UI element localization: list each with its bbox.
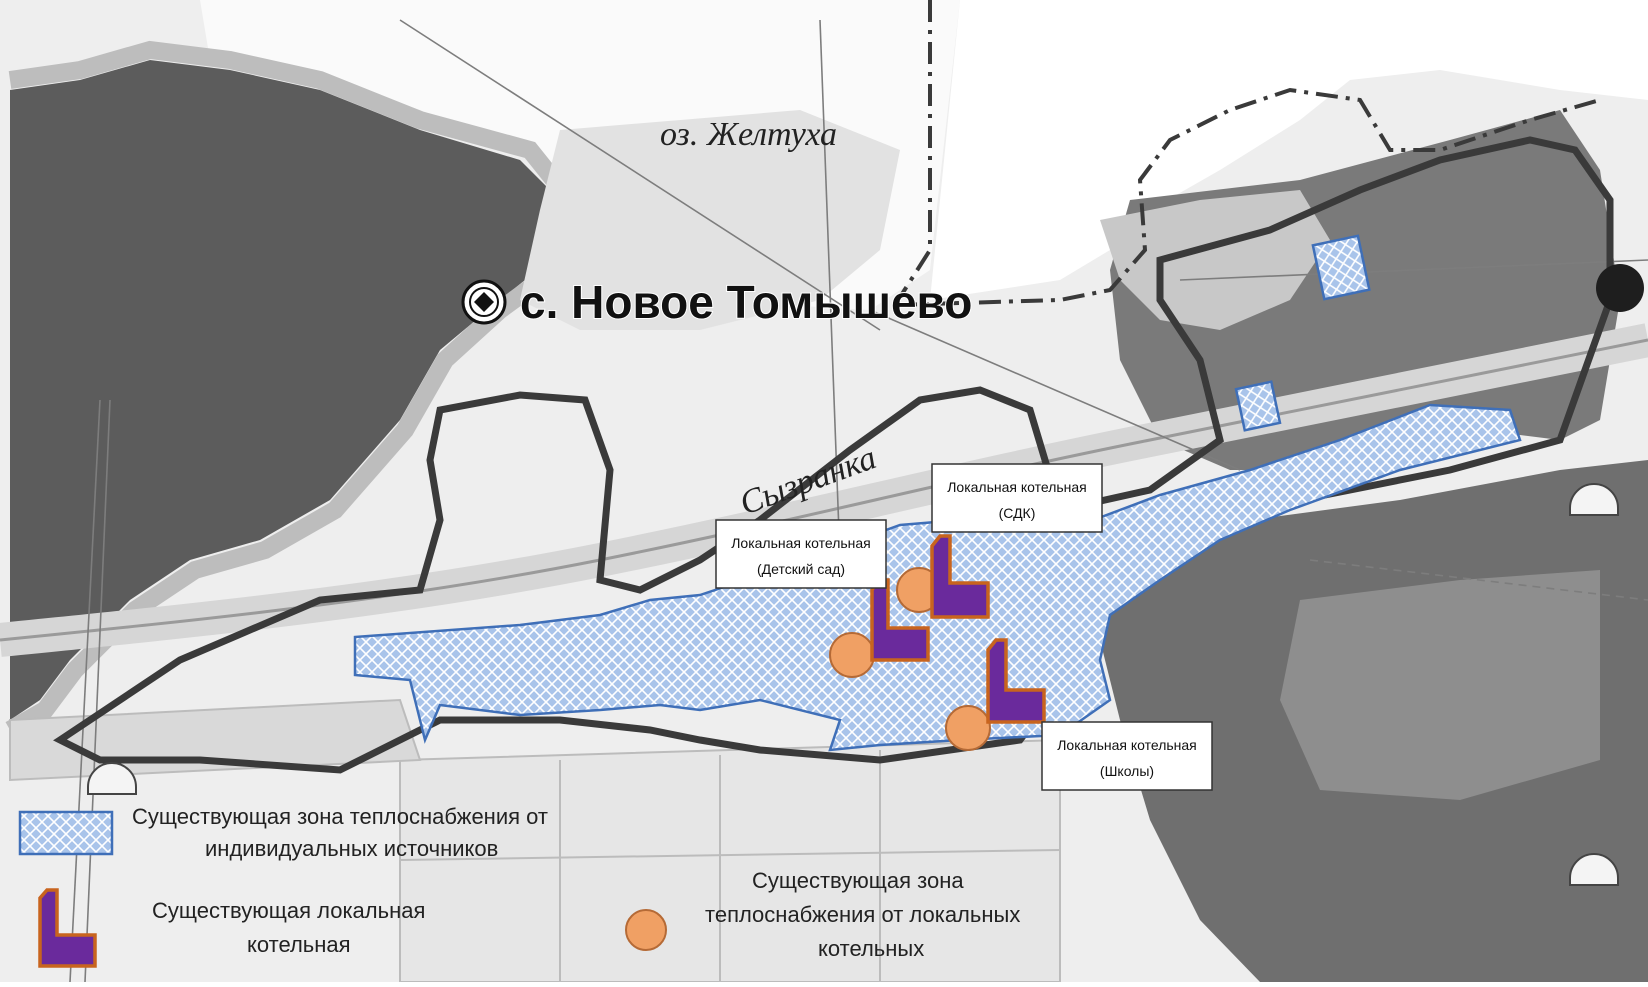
zone-parcel-mid: [1234, 380, 1282, 432]
edge-symbol-dome: [87, 762, 137, 795]
callout-sdk-line2: (СДК): [999, 505, 1036, 521]
road-lines: [69, 19, 1648, 983]
heat-zone-circle-icon: [625, 909, 667, 951]
callout-kindergarten-line2: (Детский сад): [757, 561, 845, 577]
legend-local-zone-line1: Существующая зона: [752, 868, 964, 893]
legend-individual-zone-line2: индивидуальных источников: [205, 836, 498, 861]
boiler-house-icon: [930, 534, 990, 619]
settlement-symbol-icon: [461, 279, 507, 325]
lake-zheltukha: [10, 60, 560, 720]
river-line: [0, 338, 1648, 642]
legend-local-boiler-line2: котельная: [247, 932, 351, 957]
field-bottom-right: [1280, 570, 1600, 800]
district-boundary: [894, 87, 1601, 307]
heat-zone-circle-icon: [945, 705, 991, 751]
callout-schools-line1: Локальная котельная: [1057, 737, 1197, 753]
callout-sdk-line1: Локальная котельная: [947, 479, 1087, 495]
edge-symbol-dark: [1596, 264, 1644, 312]
settlement-boundary: [53, 136, 1614, 774]
callout-schools-line2: (Школы): [1100, 763, 1154, 779]
callout-kindergarten: Локальная котельная (Детский сад): [715, 519, 887, 589]
callout-schools: Локальная котельная (Школы): [1041, 721, 1213, 791]
legend-local-zone-line2: теплоснабжения от локальных: [705, 902, 1020, 927]
edge-symbol-dome: [1569, 483, 1619, 516]
legend: Существующая зона теплоснабжения от инди…: [18, 804, 1020, 968]
zone-parcel-north: [1311, 234, 1371, 301]
heat-zone-circle-icon: [829, 632, 875, 678]
bottom-fields: [9, 698, 1061, 983]
legend-local-zone-line3: котельных: [818, 936, 924, 961]
boiler-house-icon: [986, 638, 1046, 724]
edge-symbol-dome: [1569, 853, 1619, 886]
legend-local-boiler-line1: Существующая локальная: [152, 898, 425, 923]
legend-individual-zone-line1: Существующая зона теплоснабжения от: [132, 804, 548, 829]
boiler-house-icon: [870, 578, 930, 662]
boiler-house-icon: [38, 888, 97, 968]
callout-sdk: Локальная котельная (СДК): [931, 463, 1103, 533]
lake-label: оз. Желтуха: [660, 116, 837, 153]
legend-swatch-individual-zone: [18, 810, 114, 856]
callout-kindergarten-line1: Локальная котельная: [731, 535, 871, 551]
settlement-label: с. Новое Томышево: [520, 276, 972, 328]
